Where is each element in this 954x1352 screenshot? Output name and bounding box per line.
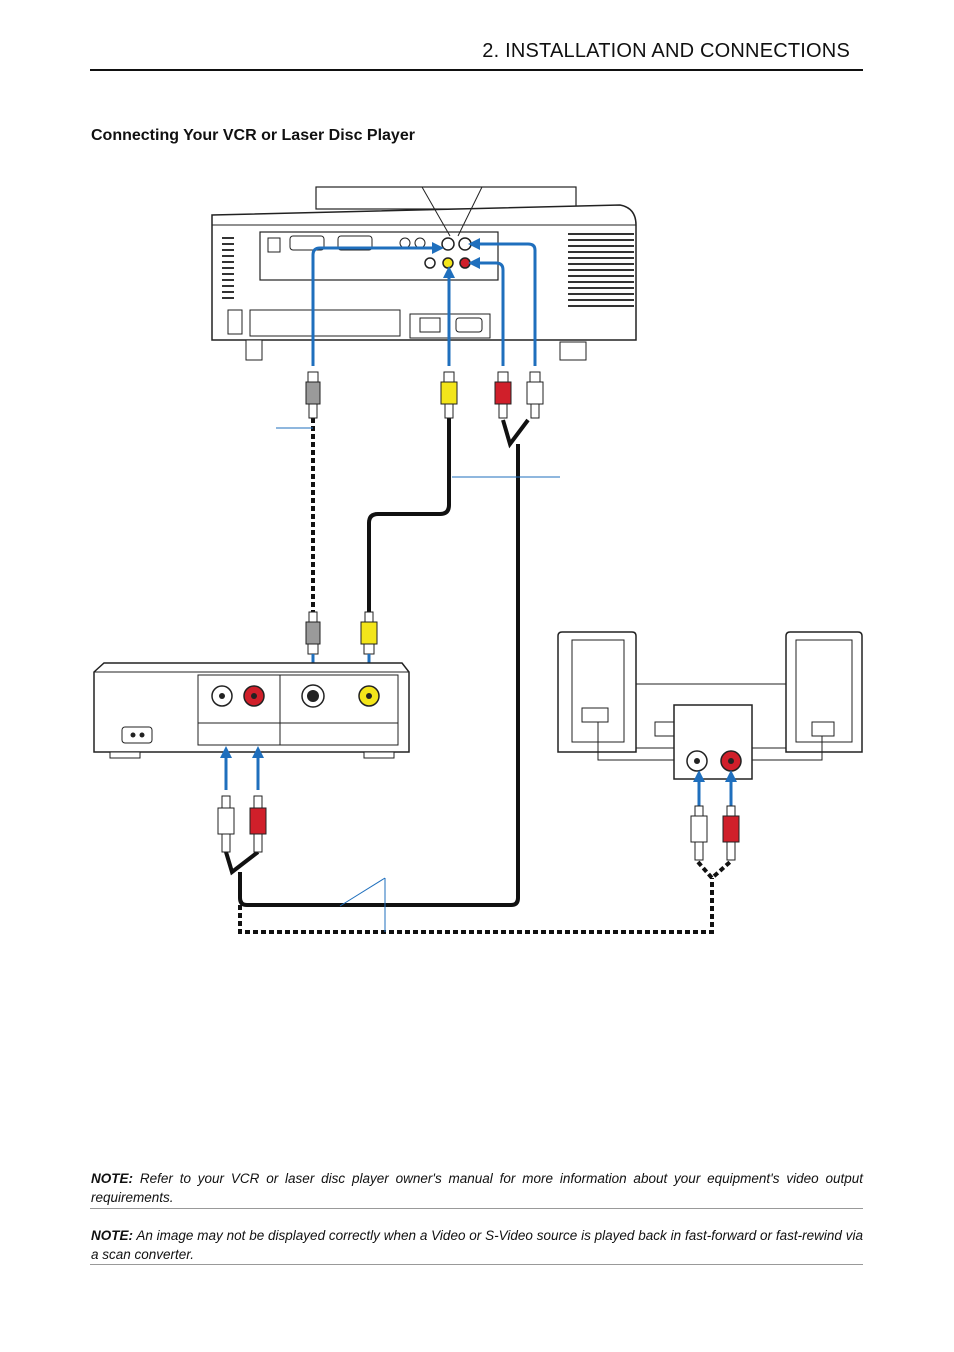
section-heading: Connecting Your VCR or Laser Disc Player — [91, 127, 415, 144]
arrow-audio-red-to-projector — [468, 257, 505, 366]
note-2-rule — [90, 1264, 863, 1265]
projector-svideo-in-jack — [441, 237, 455, 251]
page-header-title: 2. INSTALLATION AND CONNECTIONS — [482, 40, 850, 62]
note-1-text: Refer to your VCR or laser disc player o… — [91, 1171, 863, 1205]
audio-cable-projector — [501, 418, 530, 449]
projector-audio-l-jack — [424, 257, 436, 269]
header-rule — [90, 69, 863, 71]
projector-video-in-jack — [442, 257, 454, 269]
note-2-text: An image may not be displayed correctly … — [91, 1228, 863, 1262]
projector-svideo-jack-2 — [458, 237, 472, 251]
note-1-label: NOTE: — [91, 1171, 133, 1186]
video-cable — [367, 418, 451, 612]
audio-white-plug-speakers — [690, 805, 708, 861]
audio-red-plug-speakers — [722, 805, 740, 861]
video-plug-top — [440, 371, 458, 419]
projector-right-vent — [568, 233, 634, 307]
arrow-svideo-to-projector — [311, 242, 444, 366]
audio-red-plug-vcr — [249, 795, 267, 853]
video-plug-vcr — [360, 611, 378, 655]
arrow-audio-white-to-projector — [468, 238, 537, 366]
note-2-label: NOTE: — [91, 1228, 133, 1243]
projector — [211, 186, 637, 361]
audio-white-plug-top — [526, 371, 544, 419]
projector-audio-r-jack — [459, 257, 471, 269]
projector-power-switch — [419, 317, 441, 333]
audio-speakers — [557, 631, 863, 780]
vcr-laser-disc-player — [93, 662, 410, 759]
vcr-ac-inlet — [121, 726, 153, 744]
audio-red-plug-top — [494, 371, 512, 419]
svideo-plug-vcr — [305, 611, 321, 655]
audio-white-plug-vcr — [217, 795, 235, 853]
svideo-plug-top — [305, 371, 321, 419]
note-2: NOTE: An image may not be displayed corr… — [91, 1226, 863, 1264]
note-1: NOTE: Refer to your VCR or laser disc pl… — [91, 1169, 863, 1207]
projector-ac-inlet — [455, 317, 483, 333]
projector-left-vent — [222, 237, 234, 299]
note-1-rule — [90, 1208, 863, 1209]
